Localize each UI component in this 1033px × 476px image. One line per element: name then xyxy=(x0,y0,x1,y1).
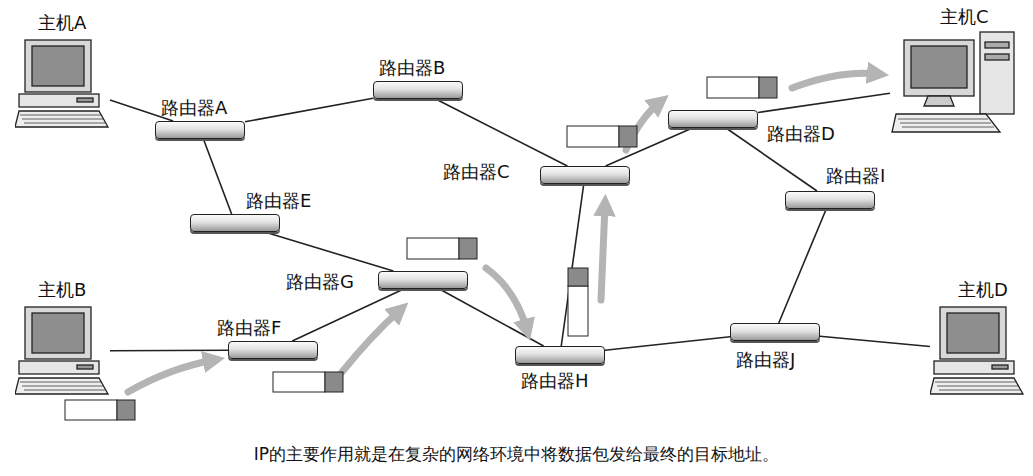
computer-icon xyxy=(15,38,110,130)
host-computer: 主机D xyxy=(930,305,1025,397)
network-link xyxy=(245,98,373,121)
packet xyxy=(273,372,343,392)
computer-icon xyxy=(930,305,1025,397)
network-link xyxy=(439,289,543,346)
computer-parts xyxy=(15,307,108,394)
network-link xyxy=(758,93,890,112)
router-label: 路由器C xyxy=(443,161,510,183)
host-computer: 主机A xyxy=(15,38,110,130)
host-label: 主机B xyxy=(38,279,86,301)
packets xyxy=(65,77,777,420)
flow-arrow xyxy=(486,268,527,330)
router-label: 路由器D xyxy=(767,123,835,145)
router-label: 路由器I xyxy=(826,165,885,187)
flow-arrow xyxy=(792,73,878,88)
router-box: 路由器A xyxy=(155,121,245,139)
flow-arrow xyxy=(601,205,605,300)
router-label: 路由器B xyxy=(379,57,445,79)
packet xyxy=(568,268,588,336)
router-label: 路由器E xyxy=(246,190,311,212)
host-computer: 主机B xyxy=(15,305,110,397)
host-computer: 主机C xyxy=(890,30,1018,138)
router-label: 路由器F xyxy=(217,317,281,339)
network-link xyxy=(436,99,568,166)
server-computer-icon xyxy=(890,30,1018,138)
router-box: 路由器F xyxy=(228,341,318,359)
network-link xyxy=(605,337,730,350)
host-label: 主机C xyxy=(940,6,989,28)
network-link xyxy=(265,232,394,271)
router-box: 路由器B xyxy=(373,81,463,99)
network-link xyxy=(110,349,228,351)
packet xyxy=(407,238,477,259)
flow-arrows xyxy=(128,73,878,392)
router-label: 路由器G xyxy=(286,271,354,293)
computer-parts xyxy=(15,40,108,127)
router-box: 路由器E xyxy=(190,214,280,232)
flow-arrow xyxy=(342,310,400,372)
router-label: 路由器A xyxy=(161,97,227,119)
computer-icon xyxy=(15,305,110,397)
router-label: 路由器J xyxy=(736,349,795,371)
packet xyxy=(567,126,637,147)
host-label: 主机D xyxy=(958,279,1008,301)
router-label: 路由器H xyxy=(521,370,589,392)
network-link xyxy=(203,139,231,214)
host-label: 主机A xyxy=(38,12,86,34)
flow-arrow xyxy=(128,360,214,392)
router-box: 路由器D xyxy=(668,110,758,128)
packet xyxy=(65,400,135,420)
router-box: 路由器G xyxy=(378,271,468,289)
network-link xyxy=(779,209,827,323)
network-link xyxy=(292,289,403,341)
router-box: 路由器J xyxy=(730,323,820,341)
computer-parts xyxy=(892,32,1014,132)
figure-caption: IP的主要作用就是在复杂的网络环境中将数据包发给最终的目标地址。 xyxy=(0,443,1033,465)
router-box: 路由器C xyxy=(540,166,630,184)
computer-parts xyxy=(930,307,1023,394)
packet xyxy=(707,77,777,98)
network-link xyxy=(820,336,930,346)
router-box: 路由器H xyxy=(515,346,605,364)
router-box: 路由器I xyxy=(785,191,875,209)
